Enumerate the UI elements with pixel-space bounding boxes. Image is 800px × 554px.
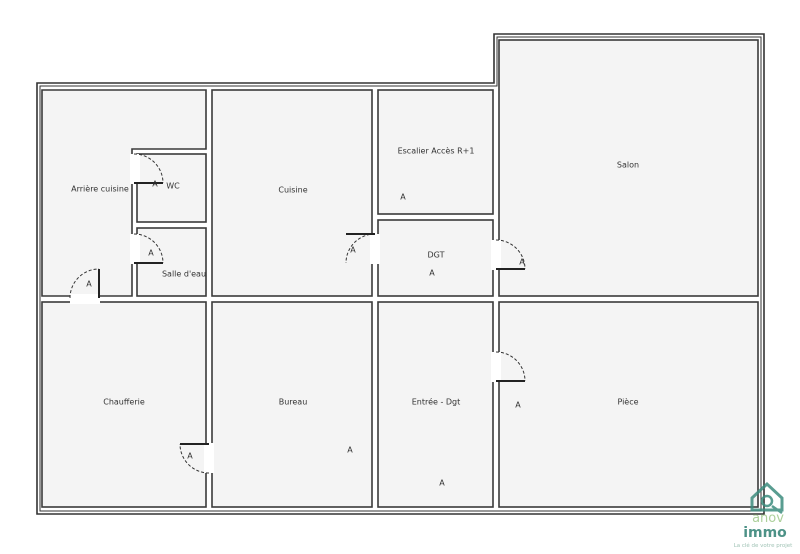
house-key-icon [750, 481, 784, 512]
door-chaufferie [179, 443, 214, 474]
room-bureau [211, 301, 373, 508]
label-piece: Pièce [617, 397, 638, 407]
door-piece [491, 351, 526, 382]
label-wc: WC [166, 182, 180, 191]
label-entree: Entrée - Dgt [412, 397, 461, 407]
label-salle-eau: Salle d'eau [162, 270, 206, 279]
label-salon: Salon [617, 161, 639, 170]
label-arriere-cuisine: Arrière cuisine [71, 184, 129, 194]
marker-a: A [519, 258, 525, 267]
room-dgt [377, 219, 494, 297]
logo-tagline: La clé de votre projet [734, 542, 793, 549]
marker-a: A [439, 479, 445, 488]
marker-a: A [187, 452, 193, 461]
door-salon [491, 239, 526, 270]
marker-a: A [515, 401, 521, 410]
marker-a: A [400, 193, 406, 202]
label-escalier: Escalier Accès R+1 [398, 146, 475, 156]
logo-immo: immo [743, 525, 787, 541]
door-arriere-cuisine [69, 268, 100, 304]
label-chaufferie: Chaufferie [103, 398, 145, 407]
marker-a: A [429, 269, 435, 278]
marker-a: A [148, 249, 154, 258]
label-cuisine: Cuisine [278, 186, 307, 195]
marker-a: A [152, 180, 158, 189]
logo-anov: anov [752, 511, 784, 526]
room-cuisine [211, 89, 373, 297]
marker-a: A [86, 280, 92, 289]
door-wc [130, 153, 164, 184]
room-piece [498, 301, 759, 508]
label-bureau: Bureau [279, 398, 308, 407]
room-chaufferie [41, 301, 207, 508]
room-wc [136, 153, 207, 223]
door-salle-eau [130, 233, 164, 264]
room-salon [498, 39, 759, 297]
anov-immo-logo: anov immo La clé de votre projet [734, 481, 793, 549]
label-dgt: DGT [428, 251, 445, 260]
room-escalier [377, 89, 494, 215]
marker-a: A [347, 446, 353, 455]
door-cuisine [345, 233, 380, 264]
room-arriere-cuisine [41, 89, 207, 297]
marker-a: A [350, 246, 356, 255]
room-entree [377, 301, 494, 508]
